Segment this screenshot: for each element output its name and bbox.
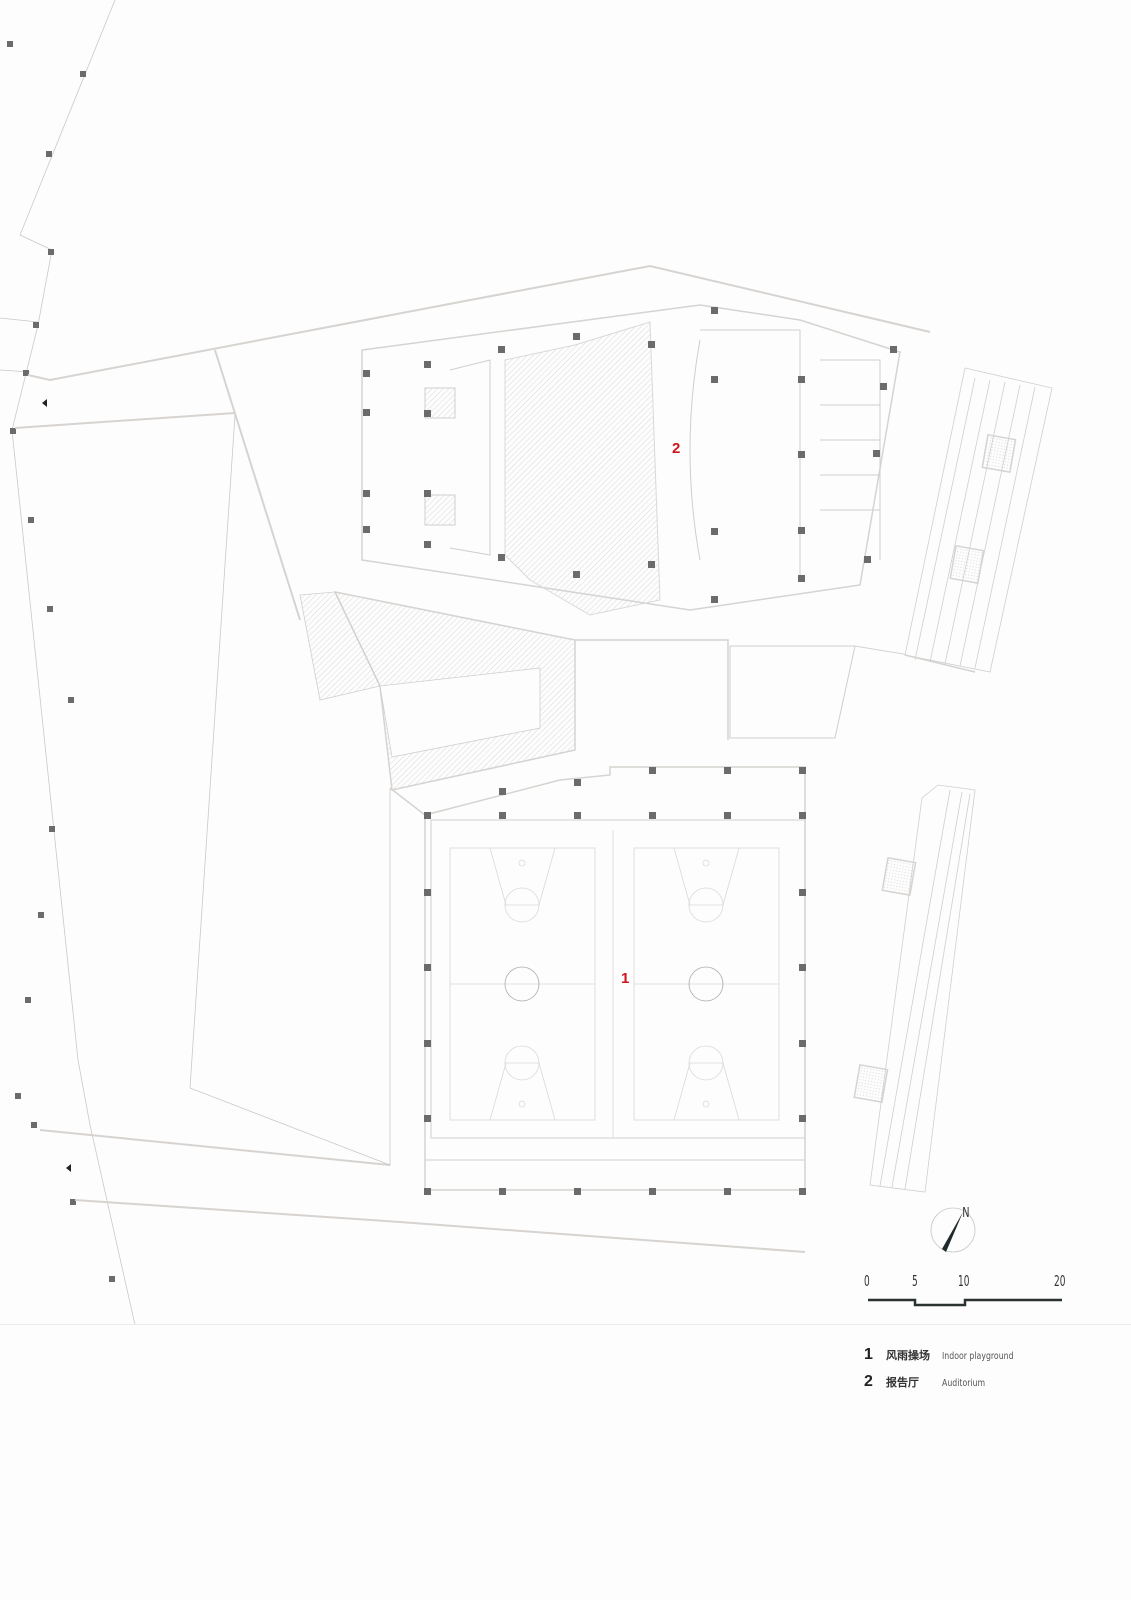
basketball-courts bbox=[449, 847, 780, 1121]
courtyard-outline bbox=[189, 414, 391, 1166]
legend-label-cn: 风雨操场 bbox=[886, 1349, 930, 1362]
compass-north-label: N bbox=[962, 1206, 970, 1221]
scale-tick-5: 5 bbox=[912, 1272, 918, 1290]
north-arrow-icon bbox=[930, 1207, 976, 1253]
entrance-arrow-top bbox=[42, 399, 47, 407]
playground-columns bbox=[424, 767, 806, 1195]
site-boundary bbox=[0, 0, 136, 1325]
east-stands bbox=[853, 367, 1053, 1193]
scale-tick-0: 0 bbox=[864, 1272, 870, 1290]
walkways bbox=[14, 264, 931, 1253]
scale-tick-10: 10 bbox=[958, 1272, 970, 1290]
auditorium-columns bbox=[363, 307, 897, 603]
legend-number: 2 bbox=[864, 1373, 873, 1390]
legend-item: 2 报告厅 Auditorium bbox=[864, 1373, 1034, 1400]
legend-label-en: Indoor playground bbox=[942, 1351, 1014, 1362]
sheet-divider bbox=[0, 1324, 1131, 1325]
scale-tick-20: 20 bbox=[1054, 1272, 1066, 1290]
legend-label-cn: 报告厅 bbox=[886, 1376, 919, 1389]
floor-plan-drawing bbox=[0, 0, 1062, 1325]
auditorium-building bbox=[361, 304, 901, 616]
legend: 1 风雨操场 Indoor playground 2 报告厅 Auditoriu… bbox=[864, 1346, 1034, 1400]
entrance-arrow-bottom bbox=[66, 1164, 71, 1172]
legend-label-en: Auditorium bbox=[942, 1378, 986, 1389]
legend-item: 1 风雨操场 Indoor playground bbox=[864, 1346, 1034, 1373]
room-number-auditorium: 2 bbox=[672, 440, 681, 457]
sunken-garden bbox=[299, 590, 576, 791]
playground-building bbox=[389, 766, 806, 1191]
site-columns bbox=[7, 41, 115, 1282]
room-number-playground: 1 bbox=[621, 970, 630, 987]
legend-number: 1 bbox=[864, 1346, 873, 1363]
link-building bbox=[575, 639, 916, 740]
scale-bar bbox=[868, 1298, 1062, 1307]
